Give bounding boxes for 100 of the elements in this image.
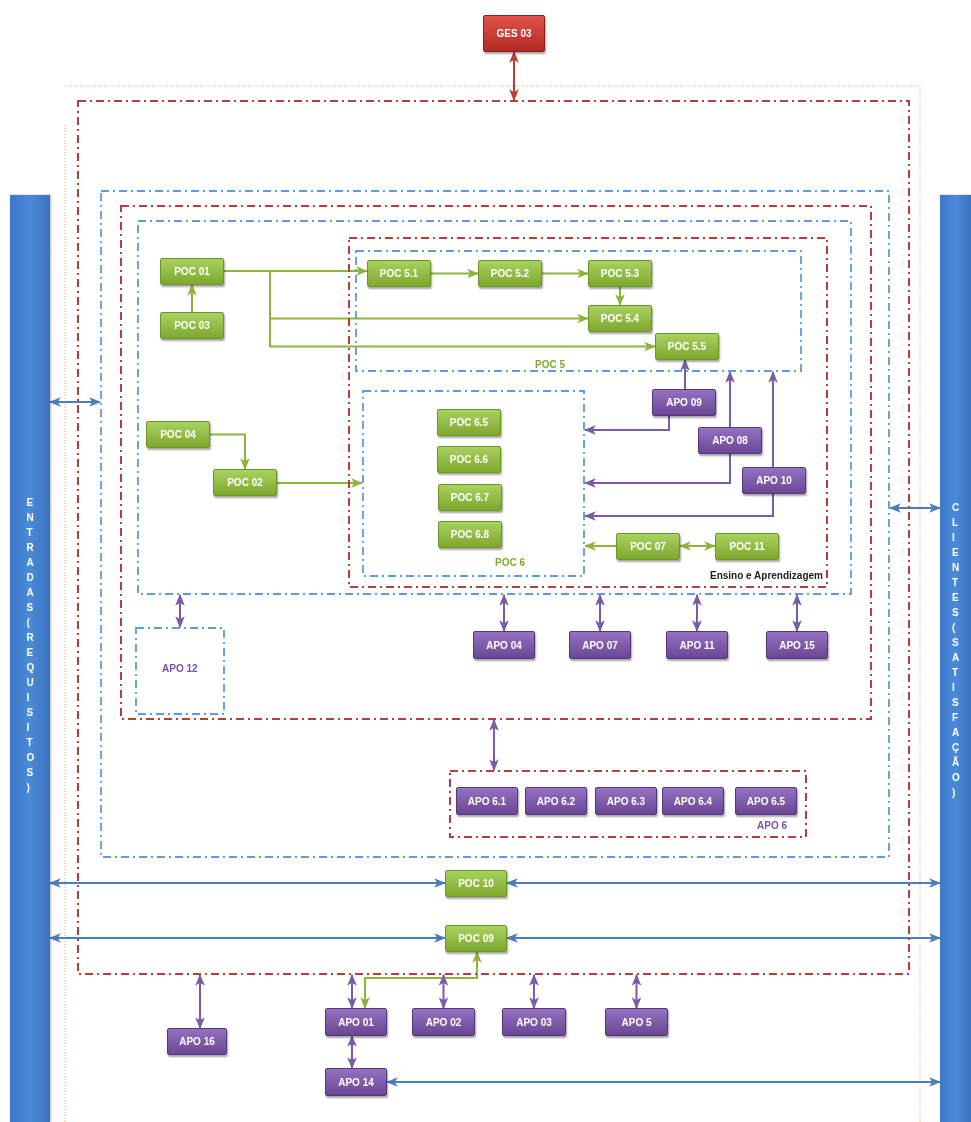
arrow (438, 973, 449, 1010)
vertical-label: CLIENTES (SATISFAÇÃO) (951, 501, 964, 800)
frame-label: POC 5 (535, 359, 565, 370)
box-label: APO 03 (516, 1016, 552, 1028)
box-label: APO 6.5 (746, 795, 786, 807)
process-box (666, 631, 728, 659)
box-label: POC 6.8 (450, 529, 490, 540)
dashed-frame (120, 205, 872, 720)
box-label: APO 08 (712, 435, 748, 446)
arrow (583, 541, 617, 551)
box-label: APO 02 (425, 1016, 462, 1028)
box-label: POC 5.5 (667, 341, 707, 352)
process-box (445, 925, 507, 952)
box-label: APO 04 (486, 639, 522, 651)
arrow (360, 950, 482, 1010)
box-label: POC 01 (174, 266, 210, 277)
arrow (529, 973, 539, 1010)
process-box (525, 787, 587, 815)
arrow (489, 718, 499, 772)
arrow (631, 973, 642, 1010)
arrow (175, 593, 185, 629)
arrow (768, 370, 778, 468)
process-box (325, 1068, 387, 1096)
box-label: APO 15 (779, 639, 815, 651)
process-box (445, 870, 507, 897)
frame-label: APO 6 (757, 820, 787, 831)
process-box (438, 521, 502, 548)
arrow (692, 593, 702, 633)
process-box (742, 467, 806, 494)
arrow (583, 415, 670, 435)
box-label: POC 6.6 (449, 454, 489, 465)
dashed-frame (355, 250, 802, 372)
box-label: POC 6.5 (449, 417, 489, 428)
process-box (438, 484, 502, 511)
process-box (456, 787, 518, 815)
process-box (478, 260, 542, 287)
process-box (437, 446, 501, 473)
arrow (615, 286, 625, 307)
box-label: APO 01 (338, 1016, 374, 1028)
process-box (213, 469, 277, 496)
arrow (195, 973, 205, 1030)
arrow (792, 593, 802, 633)
process-box (662, 787, 724, 815)
process-box (146, 421, 210, 448)
frame-label: Ensino e Aprendizagem (710, 570, 823, 581)
frame-label: APO 12 (162, 663, 198, 674)
process-box (367, 260, 431, 287)
arrow (888, 503, 942, 513)
box-label: APO 6.2 (536, 795, 576, 807)
box-label: POC 03 (174, 320, 210, 331)
box-label: APO 07 (582, 639, 618, 651)
process-box (766, 631, 828, 659)
process-box (412, 1008, 475, 1036)
box-label: APO 6.3 (606, 795, 646, 807)
box-label: POC 04 (160, 429, 196, 440)
box-label: POC 5.3 (600, 268, 640, 279)
process-box (698, 427, 762, 454)
process-box (325, 1008, 387, 1036)
box-label: POC 02 (227, 477, 263, 488)
box-label: APO 09 (666, 397, 702, 408)
arrow (499, 593, 509, 633)
box-label: POC 5.1 (379, 268, 419, 279)
vertical-label: ENTRADAS (REQUISITOS) (26, 496, 39, 795)
process-box (473, 631, 535, 659)
dashed-frame (77, 100, 910, 975)
arrow (725, 370, 735, 428)
arrow (276, 478, 364, 488)
box-label: APO 5 (621, 1016, 652, 1028)
box-label: APO 6.4 (673, 795, 713, 807)
arrow (583, 453, 731, 488)
arrow (541, 268, 590, 279)
dashed-frame (135, 627, 225, 715)
arrow (385, 1077, 942, 1087)
arrow (509, 50, 519, 102)
arrow (583, 493, 774, 521)
process-box (652, 389, 716, 416)
process-box (616, 533, 680, 560)
process-box (715, 533, 779, 560)
process-box (588, 305, 652, 332)
dashed-frame (362, 390, 585, 577)
dashed-frame (348, 237, 828, 588)
box-label: POC 07 (630, 541, 666, 552)
arrow (505, 933, 942, 943)
process-box (502, 1008, 566, 1036)
process-box (569, 631, 631, 659)
box-label: APO 6.1 (467, 795, 507, 807)
process-box (588, 260, 652, 287)
process-box (483, 15, 545, 52)
arrow (680, 358, 690, 390)
arrow (347, 973, 357, 1010)
process-box (595, 787, 657, 815)
process-box (167, 1028, 227, 1055)
dashed-frame (100, 190, 890, 858)
arrow (430, 268, 480, 279)
side-bar (10, 195, 50, 1122)
box-label: POC 11 (729, 541, 765, 552)
box-label: APO 11 (679, 639, 715, 651)
process-box (605, 1008, 668, 1036)
dashed-frame (449, 770, 807, 838)
frame-label: POC 6 (495, 557, 525, 568)
